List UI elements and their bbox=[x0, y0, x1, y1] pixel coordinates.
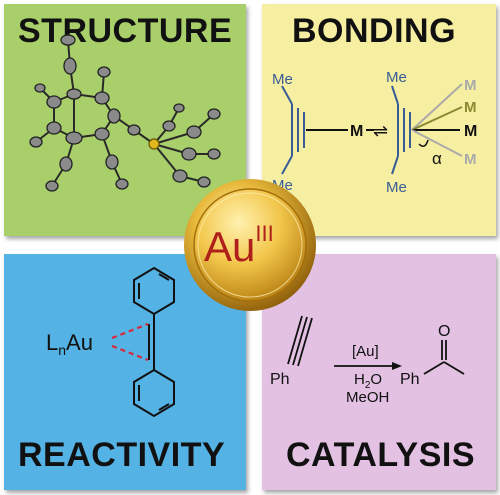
methanol-label: MeOH bbox=[346, 389, 389, 406]
me-top-left-label: Me bbox=[272, 71, 293, 88]
ligand-subscript: n bbox=[58, 342, 66, 358]
water-subscript: 2 bbox=[365, 380, 371, 391]
carbonyl-oxygen-label: O bbox=[438, 323, 450, 340]
structure-panel: STRUCTURE bbox=[4, 4, 246, 236]
metal-ghost-label-2: M bbox=[464, 99, 477, 116]
reaction-arrowhead bbox=[392, 362, 402, 370]
metal-ghost-label-1: M bbox=[464, 77, 477, 94]
ortep-structure-drawing bbox=[29, 34, 221, 192]
water-o: O bbox=[370, 371, 382, 388]
metal-right-label: M bbox=[464, 123, 477, 140]
metal-ghost-label-3: M bbox=[464, 151, 477, 168]
reactivity-title: REACTIVITY bbox=[18, 436, 226, 474]
metal-left-label: M bbox=[350, 123, 363, 140]
reactant-ph-label: Ph bbox=[270, 371, 290, 388]
ligand-symbol: L bbox=[46, 330, 58, 355]
coin-element-label: AuIII bbox=[204, 221, 274, 270]
catalysis-title: CATALYSIS bbox=[286, 436, 476, 474]
ligand-label: LnAu bbox=[46, 330, 93, 358]
catalyst-label: [Au] bbox=[352, 343, 379, 360]
water-label: H2O bbox=[354, 371, 382, 391]
angle-label: α bbox=[432, 149, 442, 168]
bonding-scheme: Me Me M ⇌ Me Me M M M M α bbox=[272, 69, 477, 196]
product-ph-label: Ph bbox=[400, 371, 420, 388]
coin-oxidation-state: III bbox=[255, 221, 273, 246]
water-h: H bbox=[354, 371, 365, 388]
bonding-title: BONDING bbox=[292, 12, 457, 50]
gold-coin-badge: AuIII bbox=[184, 179, 316, 311]
gold-symbol: Au bbox=[66, 330, 93, 355]
structure-title: STRUCTURE bbox=[18, 12, 233, 50]
me-top-right-label: Me bbox=[386, 69, 407, 86]
catalysis-scheme: Ph [Au] H2O MeOH Ph O bbox=[270, 315, 465, 406]
me-bottom-right-label: Me bbox=[386, 179, 407, 196]
bonding-panel: BONDING Me Me M ⇌ Me Me M M M M α bbox=[262, 4, 496, 236]
catalysis-panel: CATALYSIS Ph [Au] H2O MeOH Ph O bbox=[262, 254, 496, 490]
coin-au: Au bbox=[204, 223, 255, 270]
reactivity-scheme: LnAu bbox=[46, 266, 175, 418]
equilibrium-arrow: ⇌ bbox=[373, 121, 388, 141]
